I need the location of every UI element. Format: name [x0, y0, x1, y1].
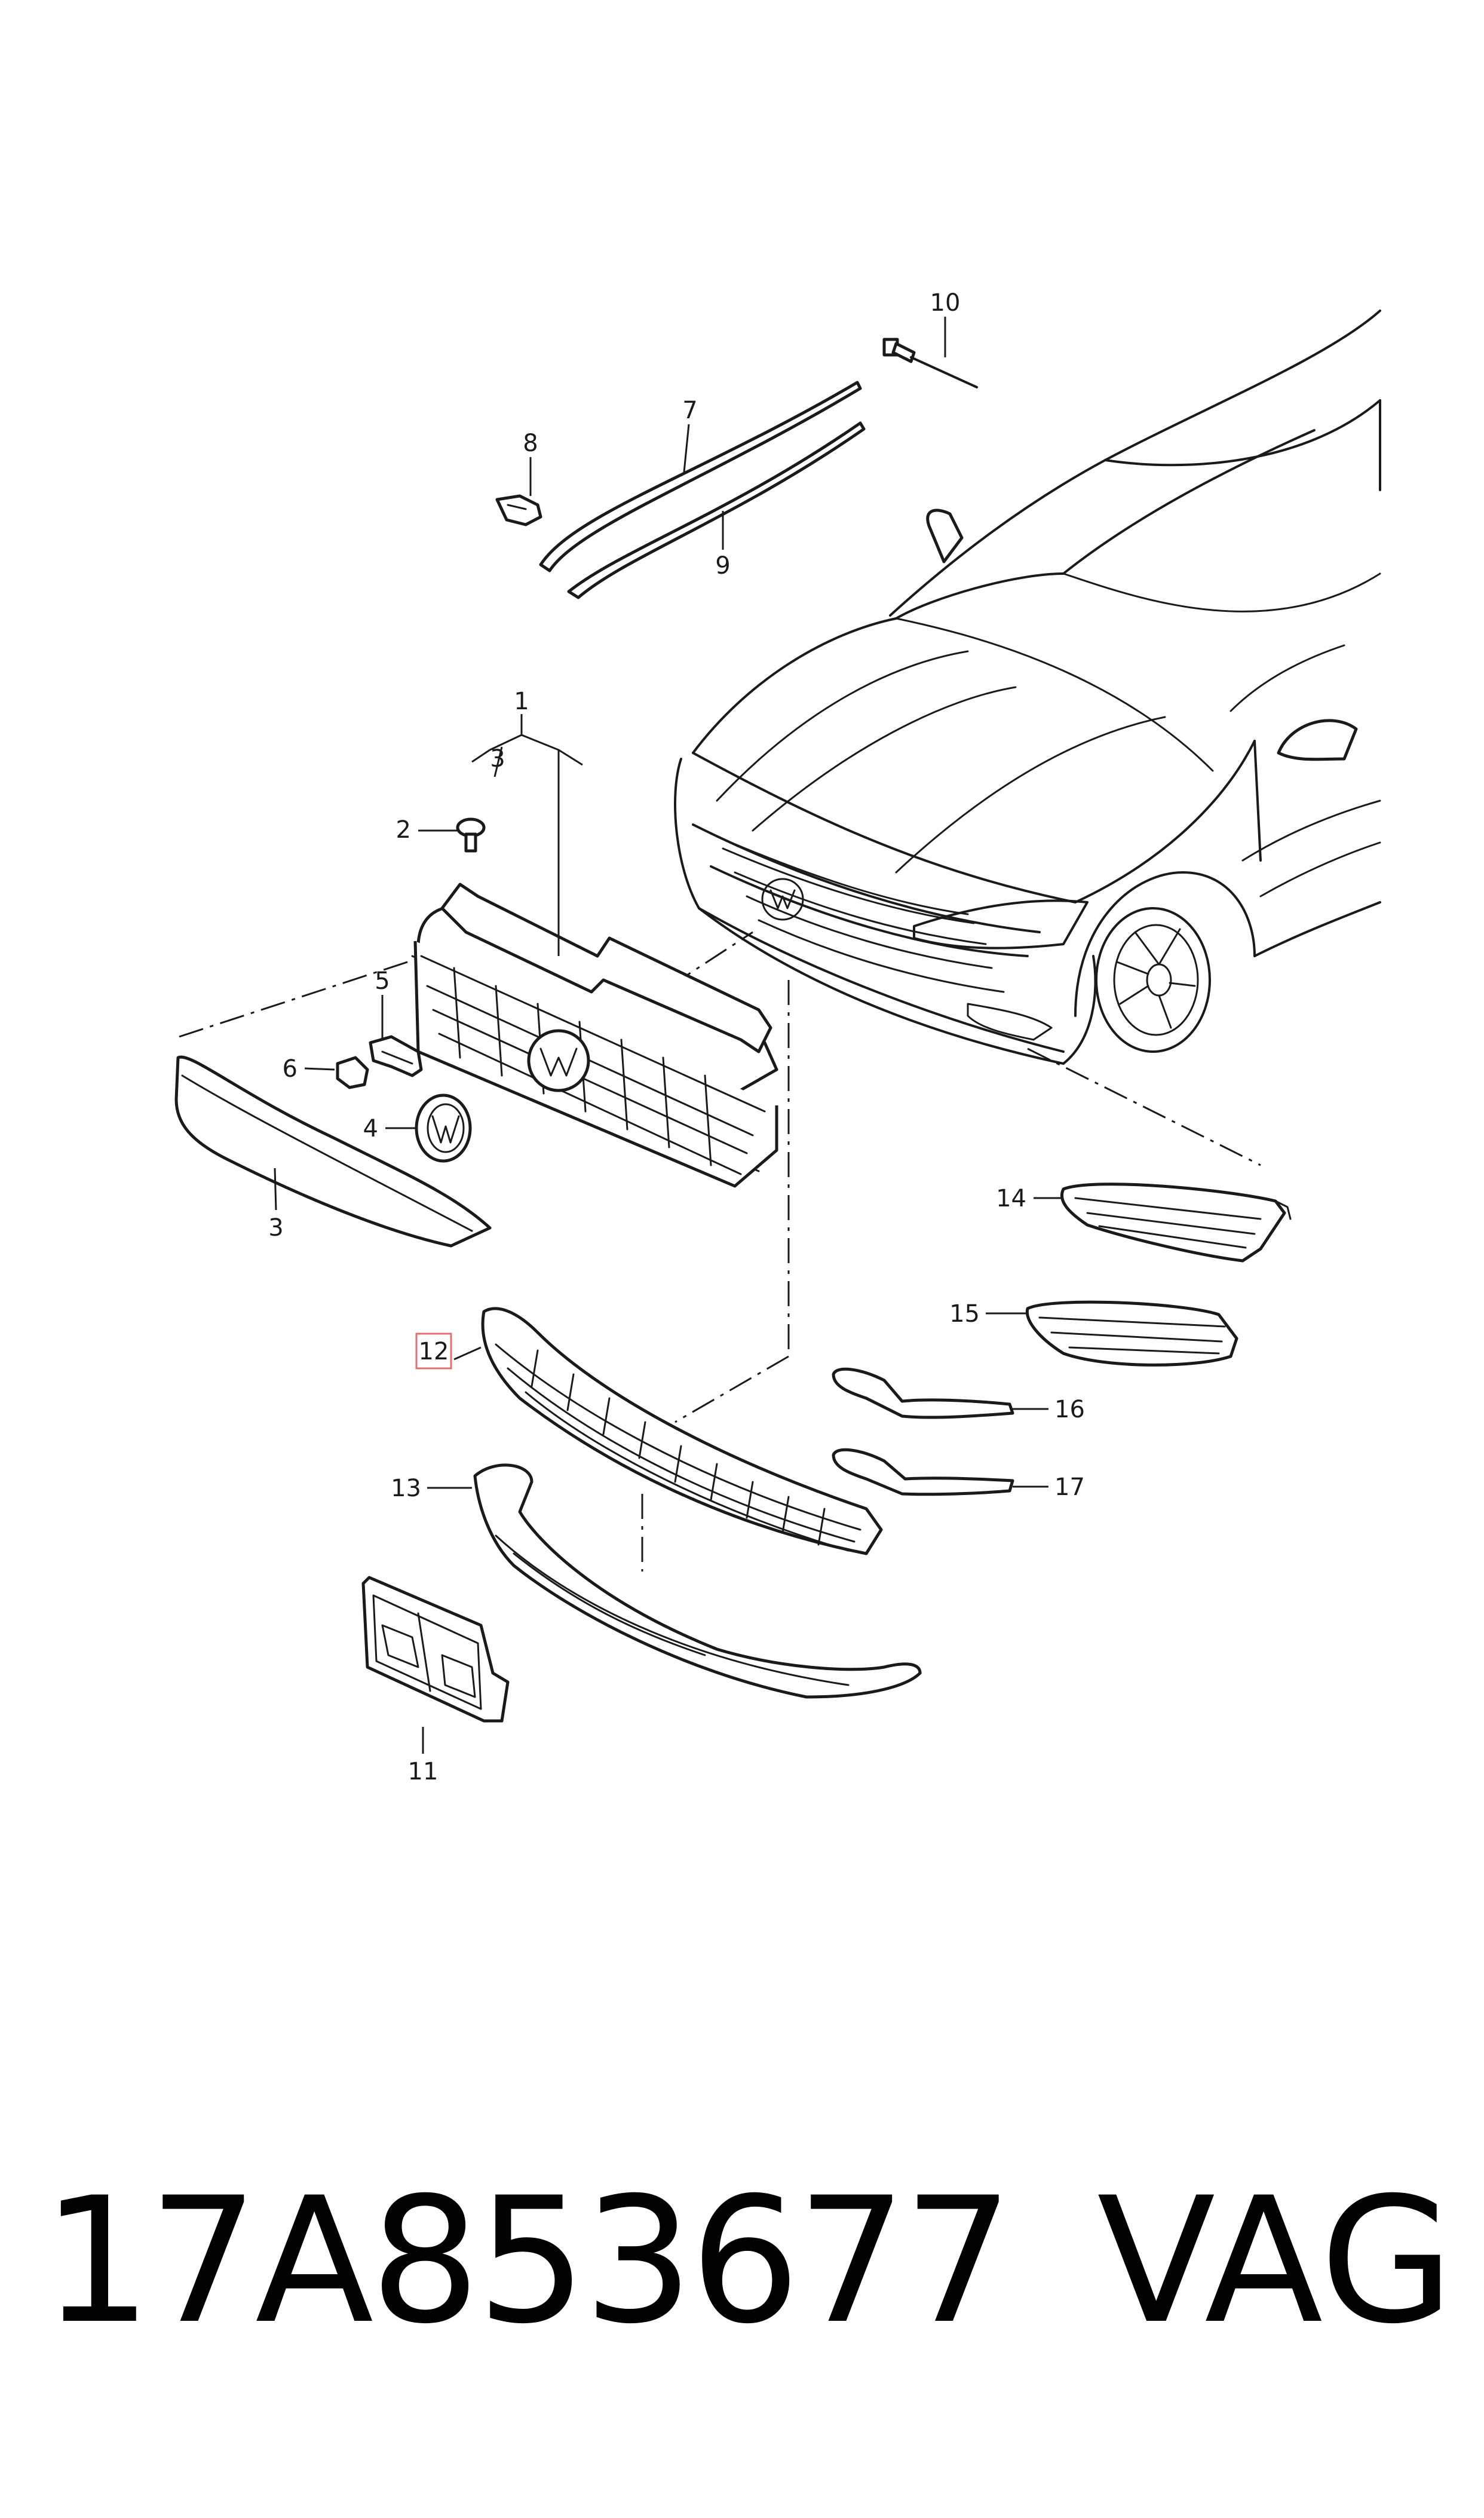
part-14-trim	[1060, 1183, 1292, 1263]
car-illustration	[674, 310, 1381, 1065]
part-5-bracket	[369, 1035, 423, 1077]
part-17-strip	[832, 1448, 1014, 1496]
brand-label: VAG	[1097, 2161, 1454, 2362]
part-4-emblem	[415, 1093, 472, 1163]
callout-14: 14	[996, 1185, 1026, 1212]
part-16-strip	[832, 1367, 1014, 1419]
part-number: 17A853677	[42, 2161, 1013, 2362]
part-13-spoiler	[473, 1463, 922, 1699]
part-11-plate-bracket	[361, 1576, 510, 1723]
callout-7: 7	[682, 397, 697, 424]
part-7-trim-strip	[539, 381, 862, 572]
callout-13: 13	[391, 1475, 421, 1502]
callout-16: 16	[1054, 1396, 1085, 1423]
leader-lines	[274, 317, 1063, 1754]
callout-10: 10	[930, 289, 961, 317]
callout-2: 2	[396, 816, 411, 844]
callout-11: 11	[408, 1758, 439, 1785]
part-1-grille	[411, 883, 778, 1188]
part-9-seal-strip	[567, 421, 866, 599]
part-15-trim	[1025, 1300, 1238, 1367]
part-3-upper-trim	[174, 1055, 492, 1248]
callout-4: 4	[363, 1115, 378, 1142]
part-6-bracket	[336, 1056, 369, 1089]
callout-8: 8	[523, 430, 538, 457]
part-10-bolt	[882, 338, 978, 388]
callout-3: 3	[268, 1214, 283, 1242]
callout-9: 9	[715, 552, 730, 580]
callout-6: 6	[283, 1055, 298, 1083]
callout-5: 5	[375, 967, 390, 995]
callout-1: 1	[514, 688, 529, 715]
callout-12: 12	[419, 1338, 449, 1365]
callout-17: 17	[1054, 1474, 1085, 1501]
part-2-screw	[456, 817, 486, 853]
callout-3-top: 3	[490, 745, 505, 773]
callout-labels: 1 2 3 3 4 5 6 7 8 9 10 11 12 13 14 15 16…	[268, 289, 1085, 1785]
part-12-lower-grille	[481, 1307, 883, 1555]
callout-12-highlight	[415, 1332, 452, 1370]
part-8-clip	[495, 494, 542, 526]
callout-15: 15	[949, 1300, 980, 1328]
